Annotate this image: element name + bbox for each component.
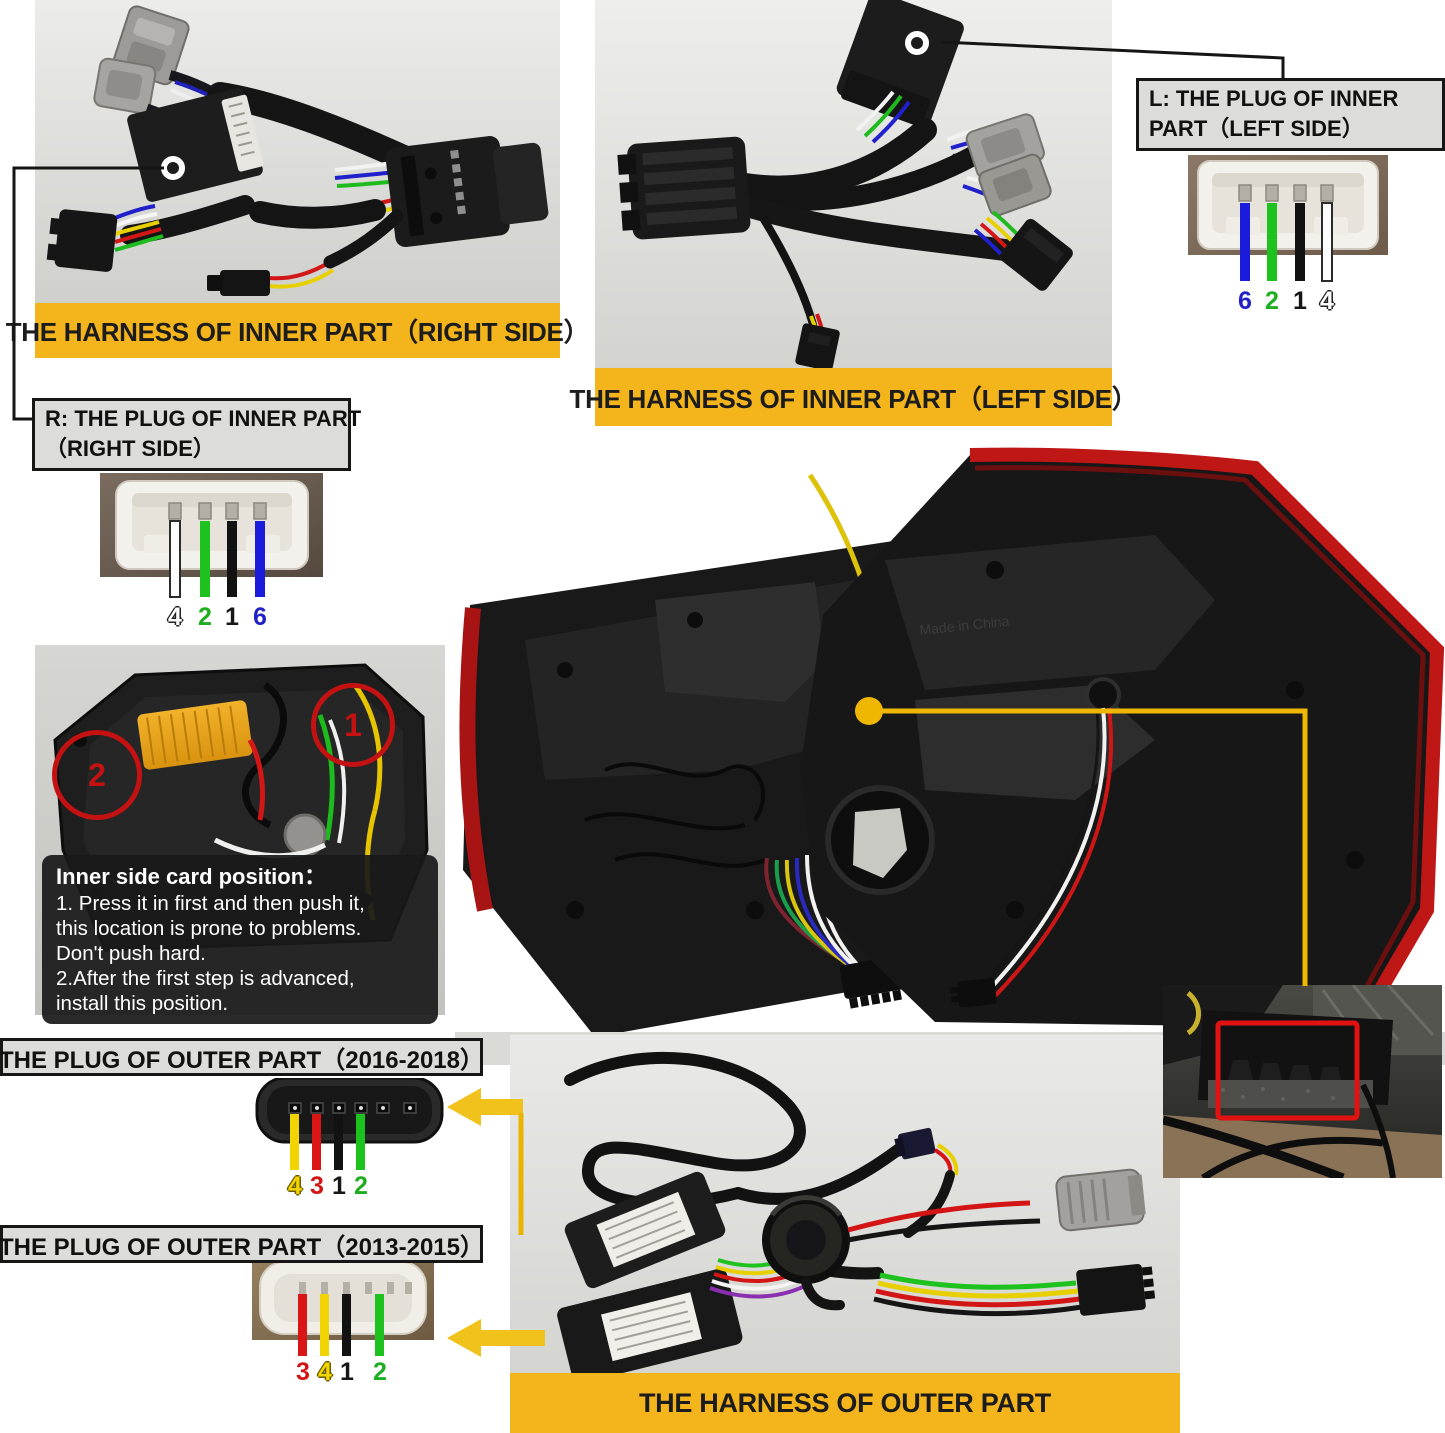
caption-inner-left-text: THE HARNESS OF INNER PART（LEFT SIDE） [569, 383, 1138, 414]
caption-inner-left: THE HARNESS OF INNER PART（LEFT SIDE） [570, 368, 1138, 426]
label-plug-outer-2013-text: THE PLUG OF OUTER PART（2013-2015） [0, 1233, 484, 1261]
inner-card-note: Inner side card position： 1. Press it in… [42, 855, 438, 1024]
clip-detail-art [1161, 983, 1442, 1183]
marker-circle-1: 1 [311, 683, 395, 767]
taillights-art: Made in China [455, 447, 1445, 1065]
highlight-red-rect [1215, 1020, 1360, 1121]
pin-number: 2 [1265, 287, 1279, 315]
plug-inner-right: 4 2 1 6 [100, 473, 325, 633]
pin-number: 6 [1238, 287, 1252, 315]
plug-outer-2016-art [255, 1076, 444, 1170]
note-line: this location is prone to problems. [56, 917, 362, 940]
pin-number: 4 [318, 1358, 332, 1386]
caption-inner-right-text: THE HARNESS OF INNER PART（RIGHT SIDE） [5, 317, 590, 347]
label-plug-inner-left-line1: L: THE PLUG OF INNER [1149, 86, 1399, 111]
pin-number: 3 [310, 1172, 324, 1200]
plug-inner-right-art [100, 473, 323, 598]
pin-number: 1 [225, 603, 239, 631]
label-plug-inner-left: L: THE PLUG OF INNER PART（LEFT SIDE） [1136, 78, 1445, 151]
pin-number: 2 [354, 1172, 368, 1200]
photo-outer-harness [510, 1035, 1180, 1384]
label-plug-inner-right-line2: （RIGHT SIDE） [45, 436, 215, 461]
relay-marker-dot [905, 31, 929, 55]
plug-outer-2013: 3 4 1 2 [252, 1256, 447, 1391]
marker-1-number: 1 [344, 706, 362, 743]
plug-inner-left: 6 2 1 4 [1188, 155, 1388, 320]
pin-number: 1 [1293, 287, 1307, 315]
note-line: 1. Press it in first and then push it, [56, 892, 365, 915]
pin-number: 2 [198, 603, 212, 631]
plug-outer-2016: 4 3 1 2 [252, 1076, 447, 1203]
label-plug-inner-left-line2: PART（LEFT SIDE） [1149, 116, 1364, 141]
photo-inner-right-harness [35, 0, 560, 310]
note-line: Don't push hard. [56, 942, 206, 965]
label-plug-outer-2016: THE PLUG OF OUTER PART（2016-2018） [0, 1038, 484, 1076]
label-plug-outer-2016-text: THE PLUG OF OUTER PART（2016-2018） [0, 1046, 484, 1074]
pin-number: 1 [340, 1358, 354, 1386]
outer-harness-art [510, 1035, 1180, 1384]
caption-outer-text: THE HARNESS OF OUTER PART [638, 1387, 1051, 1418]
photo-clip-detail [1161, 983, 1442, 1183]
plug-inner-left-art [1188, 155, 1388, 282]
photo-taillights-main: Made in China [455, 440, 1445, 1070]
pin-number: 4 [1320, 287, 1334, 315]
pin-number: 2 [373, 1358, 387, 1386]
pin-number: 1 [332, 1172, 346, 1200]
note-line: 2.After the first step is advanced, [56, 967, 355, 990]
label-plug-inner-right: R: THE PLUG OF INNER PART （RIGHT SIDE） [32, 398, 362, 471]
marker-2-number: 2 [88, 756, 106, 793]
note-line: install this position. [56, 992, 229, 1015]
pin-number: 6 [253, 603, 267, 631]
caption-inner-right: THE HARNESS OF INNER PART（RIGHT SIDE） [6, 303, 590, 358]
photo-inner-left-harness [595, 0, 1112, 373]
note-title: Inner side card position： [56, 864, 327, 889]
pin-number: 3 [296, 1358, 310, 1386]
pin-number: 4 [288, 1172, 302, 1200]
label-plug-outer-2013: THE PLUG OF OUTER PART（2013-2015） [0, 1225, 484, 1263]
label-plug-inner-right-line1: R: THE PLUG OF INNER PART [45, 406, 362, 431]
plug-outer-2013-art [252, 1256, 434, 1356]
caption-outer: THE HARNESS OF OUTER PART [510, 1373, 1180, 1433]
marker-circle-2: 2 [52, 730, 142, 820]
relay-marker-dot [161, 156, 185, 180]
inner-right-harness-art [35, 0, 560, 305]
pin-number: 4 [168, 603, 182, 631]
inner-left-harness-art [595, 0, 1112, 371]
